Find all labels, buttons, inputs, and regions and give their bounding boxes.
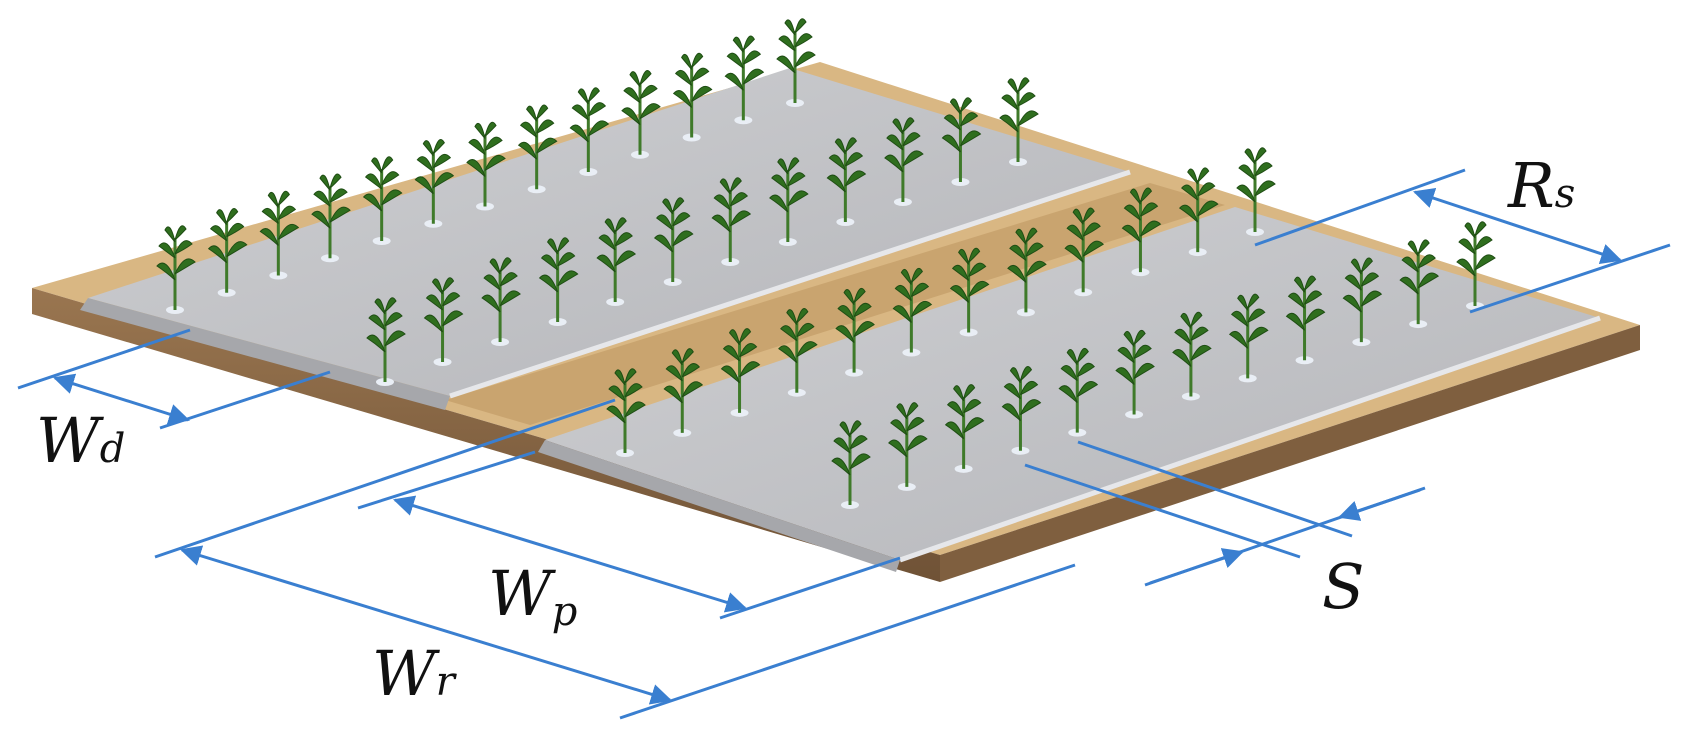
seedling	[366, 297, 406, 386]
seedling	[423, 277, 464, 366]
seedling	[414, 139, 455, 228]
seedling	[538, 237, 579, 326]
seedling	[769, 157, 809, 246]
seedling	[1236, 147, 1276, 236]
seedling	[653, 197, 694, 286]
seedling	[481, 257, 521, 346]
seedling	[1178, 167, 1219, 257]
furrow	[445, 183, 1225, 425]
wp-extension-line-1	[357, 450, 536, 510]
seedling	[711, 177, 752, 266]
wr-dimension-arrow	[179, 545, 673, 705]
film-surface-right	[545, 207, 1600, 560]
mulch-bed-left	[80, 68, 1131, 410]
s-arrow-in-right	[1338, 488, 1421, 521]
rs-extension-line-2	[1469, 243, 1671, 314]
wr-extension-line-1	[154, 398, 616, 559]
dimension-lines	[17, 168, 1671, 720]
seedling	[724, 35, 765, 125]
seedling	[778, 308, 818, 397]
seedling	[621, 70, 661, 159]
label-rs: Rs	[1507, 149, 1575, 222]
seedling	[606, 368, 646, 457]
seedling	[884, 117, 924, 206]
label-wd: Wd	[36, 404, 125, 477]
seedling	[776, 18, 816, 107]
label-wr: Wr	[372, 637, 458, 710]
seedling	[156, 225, 196, 314]
seedling	[1001, 366, 1042, 455]
seedling	[259, 190, 300, 280]
s-extension-line-2	[1077, 440, 1353, 538]
seedling	[944, 384, 985, 473]
wd-dimension-arrow	[52, 373, 191, 425]
seedling	[941, 97, 982, 186]
seedling	[1115, 329, 1155, 419]
wr-extension-line-2	[619, 563, 1076, 720]
rs-extension-line-1	[1254, 168, 1466, 247]
seedling	[596, 217, 636, 306]
plant-rows	[156, 18, 1496, 509]
seedling	[569, 87, 610, 176]
seedling	[999, 77, 1039, 166]
film-shoulder-left	[449, 169, 1131, 399]
seedling	[517, 104, 558, 194]
seedling	[663, 348, 704, 437]
film-surface-left	[88, 68, 1130, 396]
seedling	[831, 420, 871, 509]
seedling	[1228, 293, 1269, 383]
wp-extension-line-2	[719, 556, 901, 620]
seedling	[888, 402, 928, 491]
s-arrow-in-left	[1149, 548, 1244, 585]
seedling	[1121, 187, 1162, 277]
seedling	[1058, 347, 1099, 437]
seedling	[835, 287, 875, 377]
seedling	[672, 52, 713, 142]
seedling	[1285, 275, 1326, 365]
label-wp: Wp	[488, 557, 577, 635]
film-shoulder-right	[899, 315, 1601, 563]
seedling	[1172, 311, 1212, 401]
seedling	[362, 156, 403, 245]
seedling	[1064, 207, 1104, 297]
seedling	[892, 267, 933, 357]
seedling	[826, 137, 867, 226]
seedling	[1007, 227, 1047, 317]
s-extension-line-1	[1024, 463, 1301, 559]
seedling	[466, 121, 506, 211]
film-edge-left	[80, 298, 450, 410]
seedling	[207, 208, 248, 297]
rs-dimension-arrow	[1413, 187, 1622, 265]
seedling	[311, 173, 351, 263]
seedling	[1342, 257, 1383, 347]
seedling	[949, 247, 990, 337]
label-s: S	[1322, 550, 1364, 623]
seedling	[720, 328, 761, 417]
soil-right-side	[940, 325, 1640, 582]
wd-extension-line-1	[17, 328, 191, 390]
